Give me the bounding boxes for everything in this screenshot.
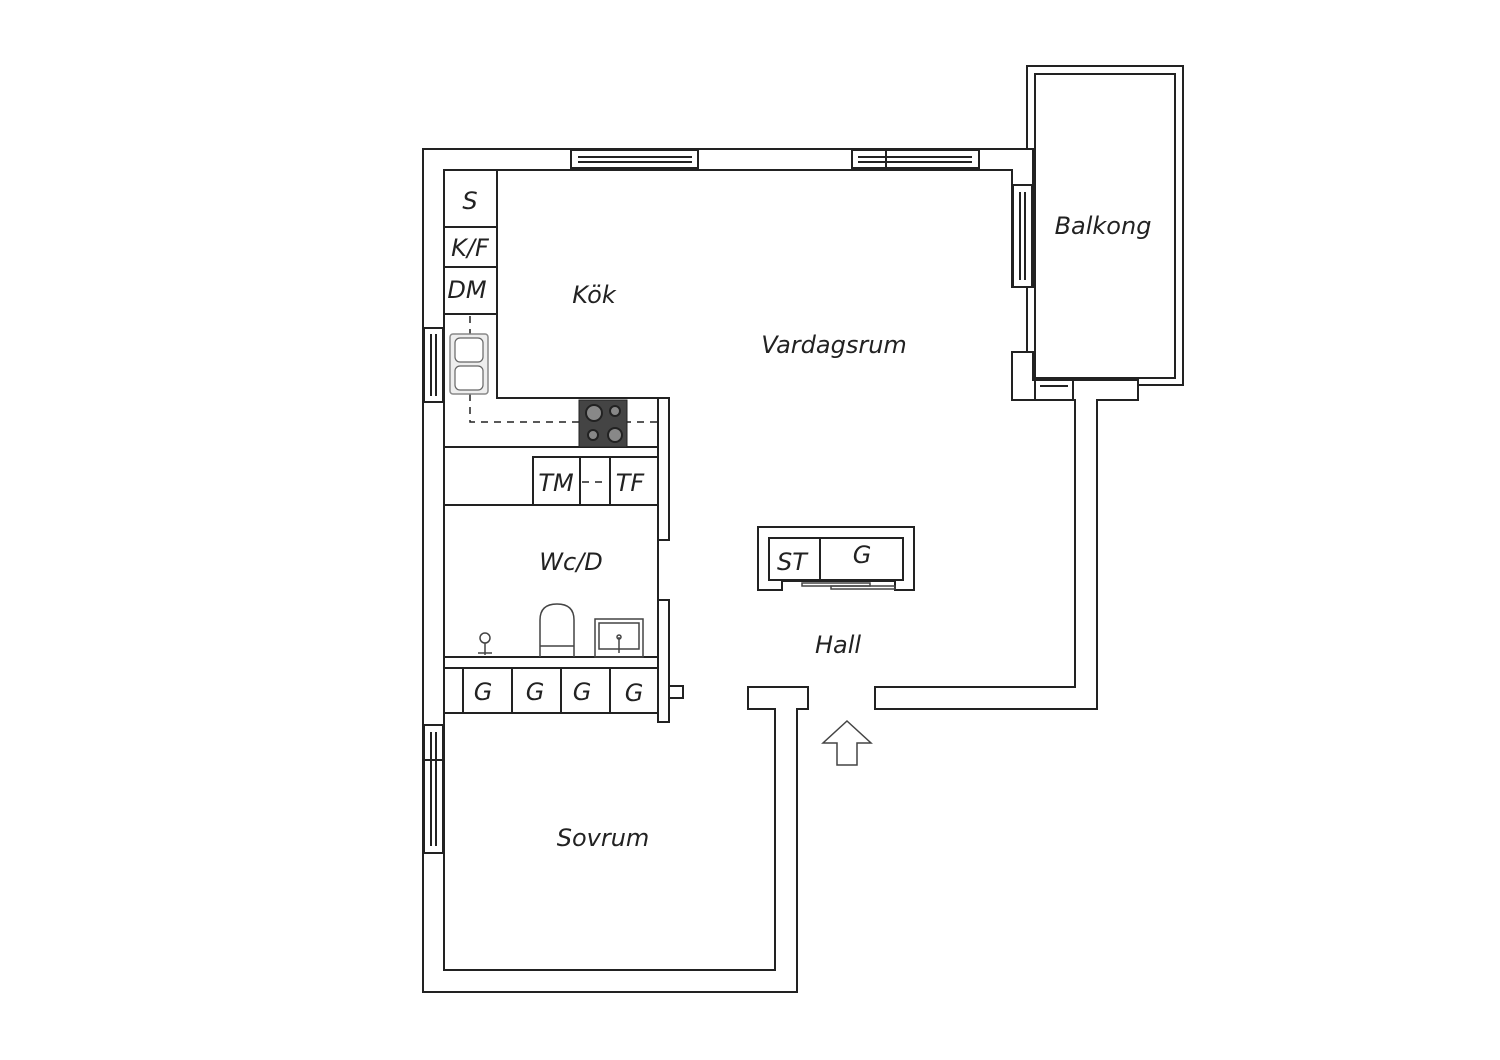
room-label-living: Vardagsrum	[761, 331, 907, 359]
windows	[423, 149, 1074, 854]
room-label-wc: Wc/D	[539, 548, 603, 576]
stove-icon	[578, 399, 628, 448]
room-label-bedroom: Sovrum	[557, 824, 650, 852]
sink-icon	[449, 333, 489, 395]
window-top-right	[851, 149, 980, 169]
window-kitchen-left	[423, 327, 444, 403]
wardrobe-label: G	[573, 678, 592, 706]
wardrobe-label: G	[526, 678, 545, 706]
fixture-label-st: ST	[777, 548, 809, 576]
laundry-machines: TM TF	[532, 456, 659, 506]
room-label-hall: Hall	[815, 631, 861, 659]
room-label-kitchen: Kök	[572, 281, 617, 309]
fixture-label-kf: K/F	[451, 234, 490, 262]
fixture-label-tf: TF	[616, 469, 646, 497]
window-living-right	[1012, 184, 1033, 288]
shower-icon	[478, 632, 492, 655]
washbasin-icon	[594, 618, 644, 658]
balcony-door	[1034, 379, 1074, 401]
wardrobe-label: G	[625, 679, 644, 707]
interior-walls	[443, 397, 684, 723]
kitchen-counter: S K/F DM	[443, 169, 659, 448]
fixture-label-g: G	[853, 541, 872, 569]
balcony	[1026, 65, 1184, 386]
wardrobes: G G G G	[443, 667, 659, 714]
hall-wardrobe: ST G	[757, 526, 915, 591]
fixture-label-s: S	[462, 187, 477, 215]
room-label-balcony: Balkong	[1055, 212, 1152, 240]
window-top-left	[570, 149, 699, 169]
wardrobe-label: G	[474, 678, 493, 706]
fixture-label-dm: DM	[447, 276, 486, 304]
fixture-label-tm: TM	[538, 469, 574, 497]
window-bedroom-left	[423, 724, 444, 854]
bathroom-fixtures	[478, 603, 644, 658]
toilet-icon	[539, 603, 575, 657]
entrance-arrow-icon	[821, 719, 873, 766]
